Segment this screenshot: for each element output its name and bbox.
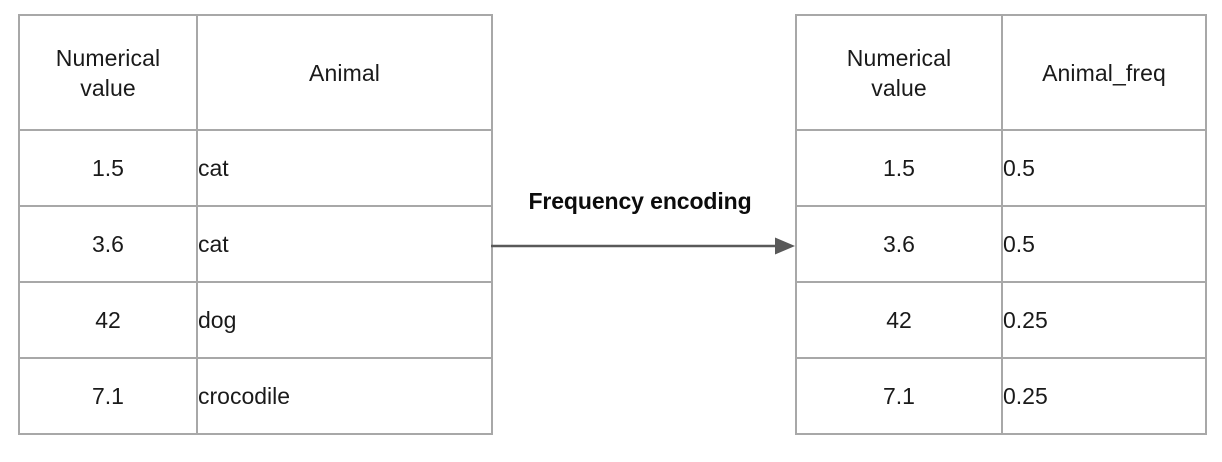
right-arrow-icon (491, 237, 795, 255)
column-header-line-1: Numerical (846, 44, 952, 71)
table-row: 3.6 cat (18, 205, 493, 283)
column-header-line-2: value (871, 74, 927, 101)
column-header-line-2: value (80, 74, 136, 101)
table-row: 7.1 0.25 (795, 357, 1207, 435)
cell-numerical-value: 7.1 (795, 357, 1003, 435)
cell-animal-freq: 0.25 (1001, 281, 1207, 359)
table-row: 42 0.25 (795, 281, 1207, 359)
cell-numerical-value: 42 (18, 281, 198, 359)
column-header-line-1: Numerical (55, 44, 161, 71)
transform-label: Frequency encoding (528, 188, 752, 214)
table-row: 3.6 0.5 (795, 205, 1207, 283)
column-header-numerical-value: Numerical value (795, 14, 1003, 131)
column-header-animal-freq: Animal_freq (1001, 14, 1207, 131)
original-data-table: Numerical value Animal 1.5 cat 3.6 cat 4… (18, 14, 493, 435)
cell-animal: cat (196, 205, 493, 283)
cell-animal: crocodile (196, 357, 493, 435)
table-row: 7.1 crocodile (18, 357, 493, 435)
transform-annotation: Frequency encoding (489, 188, 797, 268)
table-row: 42 dog (18, 281, 493, 359)
table-row: 1.5 cat (18, 129, 493, 207)
cell-numerical-value: 42 (795, 281, 1003, 359)
cell-numerical-value: 1.5 (18, 129, 198, 207)
cell-numerical-value: 1.5 (795, 129, 1003, 207)
column-header-numerical-value: Numerical value (18, 14, 198, 131)
cell-animal: cat (196, 129, 493, 207)
table-header-row: Numerical value Animal (18, 14, 493, 131)
cell-animal-freq: 0.5 (1001, 205, 1207, 283)
cell-animal-freq: 0.5 (1001, 129, 1207, 207)
cell-numerical-value: 3.6 (795, 205, 1003, 283)
table-header-row: Numerical value Animal_freq (795, 14, 1207, 131)
encoded-data-table: Numerical value Animal_freq 1.5 0.5 3.6 … (795, 14, 1207, 435)
cell-numerical-value: 3.6 (18, 205, 198, 283)
cell-animal-freq: 0.25 (1001, 357, 1207, 435)
cell-animal: dog (196, 281, 493, 359)
column-header-line-1: Animal (309, 59, 380, 86)
cell-numerical-value: 7.1 (18, 357, 198, 435)
column-header-line-1: Animal_freq (1042, 59, 1166, 86)
table-row: 1.5 0.5 (795, 129, 1207, 207)
column-header-animal: Animal (196, 14, 493, 131)
